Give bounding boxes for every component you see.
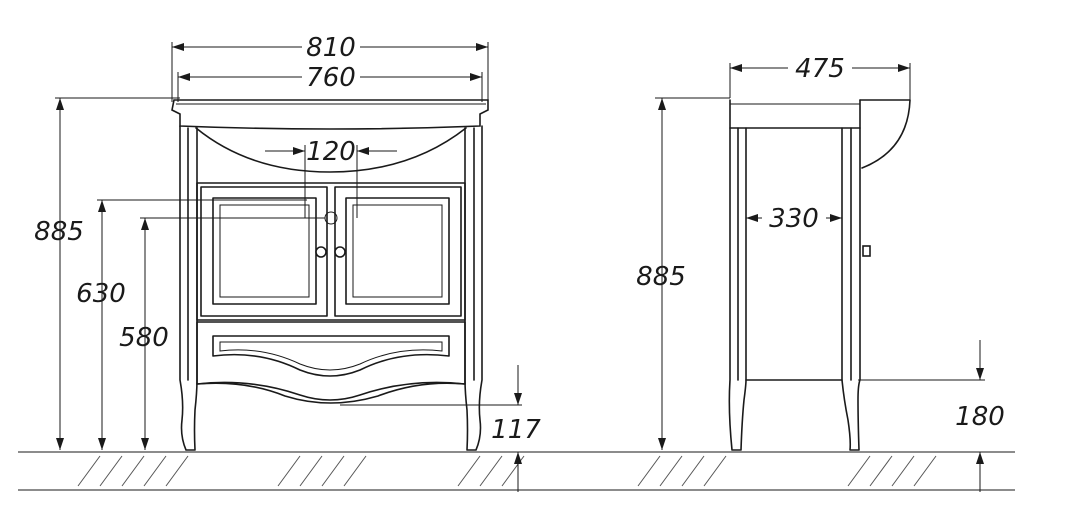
dim-side-height-overall: 885 [636,262,686,292]
floor-hatching [77,455,937,487]
floor-hatch-line [99,455,123,487]
front-left-knob-icon [315,246,327,258]
dimension-lines [55,42,985,492]
front-countertop [171,99,489,130]
side-back-leg [728,127,747,451]
side-knob-icon [862,245,871,257]
floor-hatch-line [847,455,871,487]
dim-front-width-basin: 760 [306,63,356,93]
floor-hatch-line [659,455,683,487]
floor-hatch-line [479,455,503,487]
floor-hatch-line [703,455,727,487]
floor-hatch-line [869,455,893,487]
dim-front-width-overall: 810 [306,33,356,63]
floor-hatch-line [165,455,189,487]
floor-hatch-line [913,455,937,487]
floor-hatch-line [121,455,145,487]
dim-front-drain-offset: 120 [306,137,356,167]
floor-hatch-line [299,455,323,487]
floor-hatch-line [277,455,301,487]
dim-front-leg-clearance: 117 [491,415,541,445]
floor-hatch-line [457,455,481,487]
floor-hatch-line [681,455,705,487]
side-view [728,99,911,451]
dim-front-height-drain-lower: 580 [119,323,169,353]
front-view [171,99,489,451]
side-countertop [729,99,861,129]
dim-side-depth-overall: 475 [795,54,845,84]
floor-hatch-line [501,455,525,487]
dim-front-height-overall: 885 [34,217,84,247]
front-drawer-panel [212,335,450,377]
front-right-leg [464,125,483,451]
floor-hatch-line [343,455,367,487]
front-drawer [196,321,466,401]
dim-side-depth-cabinet: 330 [769,204,819,234]
floor [18,451,1015,491]
side-front-leg [841,127,861,451]
front-door-frame [196,182,466,321]
front-left-leg [179,125,198,451]
floor-hatch-line [637,455,661,487]
dim-front-height-drain-upper: 630 [76,279,126,309]
front-right-knob-icon [334,246,346,258]
floor-hatch-line [321,455,345,487]
floor-hatch-line [891,455,915,487]
floor-hatch-line [77,455,101,487]
dimension-labels: 810 760 120 885 630 580 117 475 330 885 … [34,33,1005,445]
dim-side-plinth-height: 180 [955,402,1005,432]
front-left-door [200,186,328,317]
floor-hatch-line [143,455,167,487]
front-apron [196,382,466,404]
front-basin-bowl [195,127,467,173]
